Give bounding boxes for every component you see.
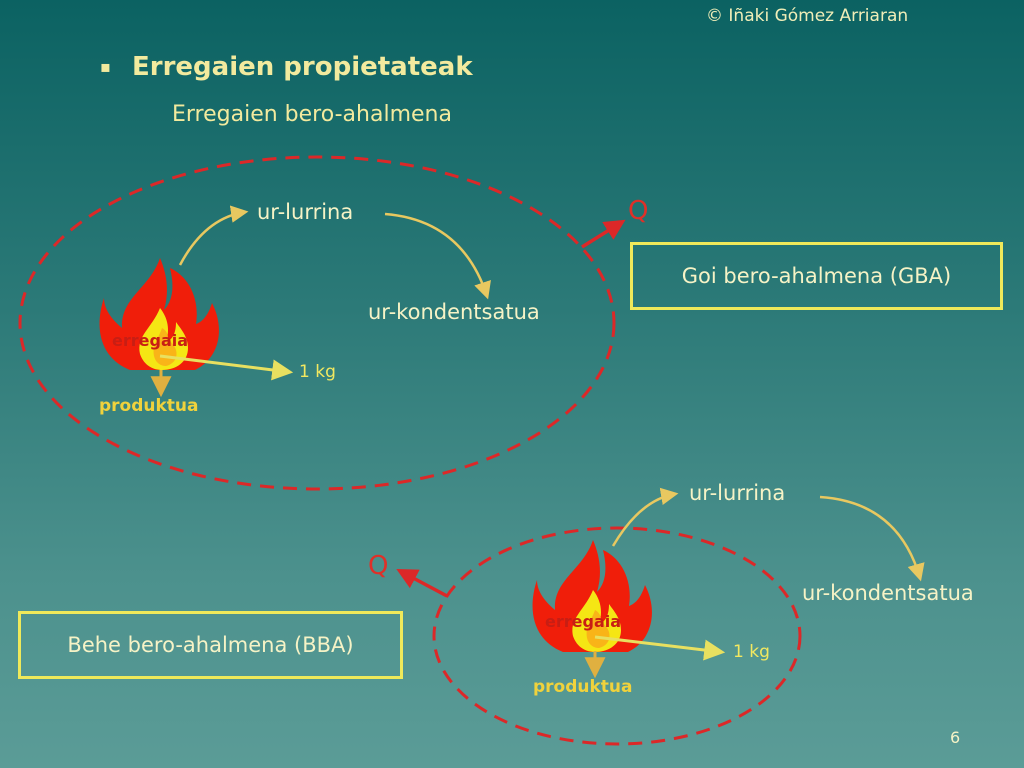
condensed-water-label: ur-kondentsatua: [802, 581, 974, 605]
mass-arrow-icon: [159, 354, 294, 381]
product-label: produktua: [533, 677, 633, 697]
condensed-water-label: ur-kondentsatua: [368, 300, 540, 324]
fuel-label: erregaia: [112, 331, 189, 350]
page-number: 6: [950, 728, 961, 747]
lower-heating-value-box: Behe bero-ahalmena (BBA): [18, 611, 403, 679]
slide-title: Erregaien propietateak: [132, 52, 473, 82]
mass-label: 1 kg: [299, 362, 336, 382]
system-boundary-bottom: [432, 526, 802, 746]
heat-arrow-icon: [396, 569, 448, 598]
flame-icon: [99, 258, 219, 370]
copyright-text: © Iñaki Gómez Arriaran: [706, 6, 909, 26]
heat-arrow-icon: [581, 219, 626, 249]
fuel-label: erregaia: [545, 612, 622, 631]
mass-arrow-icon: [594, 635, 726, 661]
lower-heating-value-label: Behe bero-ahalmena (BBA): [67, 633, 354, 657]
curved-arrow-icon: [819, 495, 925, 582]
flame-icon: [532, 540, 652, 652]
curved-arrow-icon: [178, 205, 249, 266]
bullet-icon: ▪: [100, 57, 111, 76]
mass-label: 1 kg: [733, 642, 770, 662]
heat-label: Q: [628, 196, 649, 226]
steam-label: ur-lurrina: [689, 481, 786, 505]
system-boundary-top: [18, 155, 616, 491]
steam-label: ur-lurrina: [257, 200, 354, 224]
product-label: produktua: [99, 396, 199, 416]
curved-arrow-icon: [384, 212, 491, 300]
higher-heating-value-box: Goi bero-ahalmena (GBA): [630, 242, 1003, 310]
curved-arrow-icon: [611, 487, 679, 547]
slide-subtitle: Erregaien bero-ahalmena: [172, 102, 452, 127]
higher-heating-value-label: Goi bero-ahalmena (GBA): [681, 264, 952, 288]
heat-label: Q: [368, 551, 389, 581]
